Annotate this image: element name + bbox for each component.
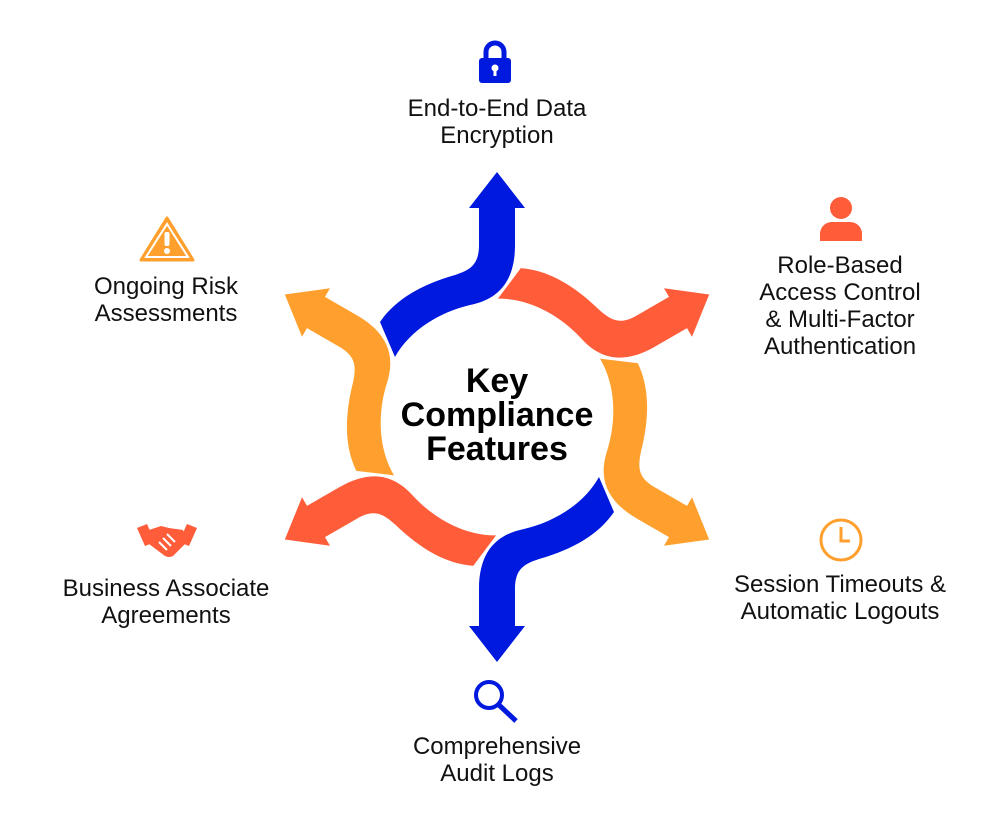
feature-label-encryption: End-to-End Data Encryption xyxy=(347,95,647,149)
lock-icon xyxy=(479,40,511,83)
label-line: Assessments xyxy=(94,300,238,327)
arrow-6 xyxy=(284,288,395,476)
label-line: Access Control xyxy=(759,279,921,306)
arrow-2 xyxy=(497,268,710,358)
arrow-1 xyxy=(380,172,525,357)
feature-label-access-control: Role-Based Access Control & Multi-Factor… xyxy=(690,252,990,360)
label-line: & Multi-Factor xyxy=(765,306,915,333)
warning-icon xyxy=(139,216,195,262)
feature-label-audit-logs: Comprehensive Audit Logs xyxy=(347,733,647,787)
label-line: End-to-End Data xyxy=(407,95,587,122)
arrow-4 xyxy=(469,477,614,662)
arrow-3 xyxy=(599,358,710,546)
label-line: Role-Based xyxy=(777,252,903,279)
feature-label-risk-assessments: Ongoing Risk Assessments xyxy=(16,273,316,327)
label-line: Agreements xyxy=(101,602,231,629)
title-line: Key xyxy=(465,362,529,400)
label-line: Business Associate xyxy=(62,575,270,602)
person-icon xyxy=(820,197,862,241)
title-line: Features xyxy=(426,430,568,468)
label-line: Session Timeouts & xyxy=(733,571,947,598)
center-title: Key Compliance Features xyxy=(347,364,647,466)
feature-label-business-associate: Business Associate Agreements xyxy=(16,575,316,629)
label-line: Encryption xyxy=(440,122,554,149)
clock-icon xyxy=(819,518,863,562)
label-line: Ongoing Risk xyxy=(93,273,239,300)
feature-label-session-timeouts: Session Timeouts & Automatic Logouts xyxy=(690,571,990,625)
title-line: Compliance xyxy=(400,396,594,434)
magnifier-icon xyxy=(474,680,518,723)
arrow-5 xyxy=(284,476,497,566)
label-line: Comprehensive xyxy=(412,733,582,760)
label-line: Audit Logs xyxy=(440,760,554,787)
label-line: Authentication xyxy=(763,333,917,360)
label-line: Automatic Logouts xyxy=(740,598,940,625)
handshake-icon xyxy=(137,524,197,557)
